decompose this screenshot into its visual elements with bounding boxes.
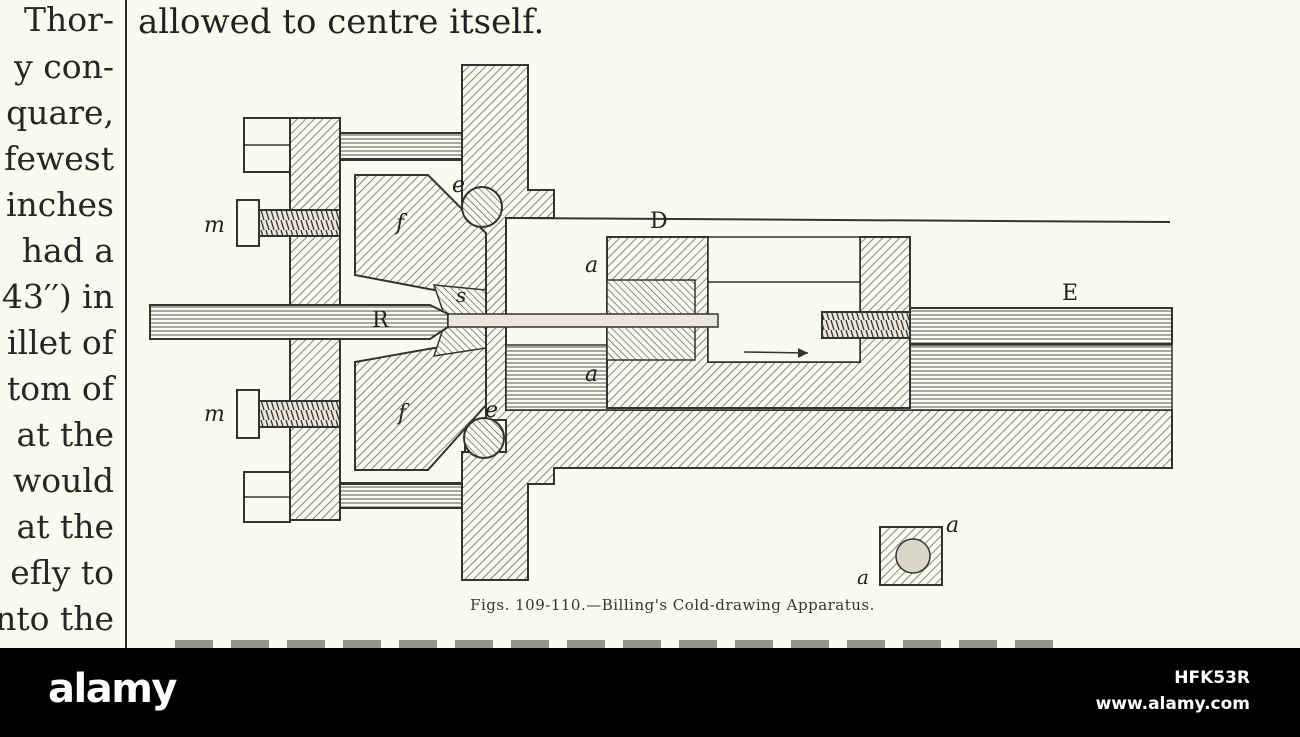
section-detail	[879, 526, 943, 586]
direction-arrow	[743, 348, 809, 358]
top-nut	[243, 117, 291, 173]
left-line: at the	[16, 507, 114, 546]
left-line: fewest	[4, 139, 114, 178]
label-e-top: e	[452, 173, 465, 198]
body-text-line: allowed to centre itself.	[138, 2, 545, 42]
left-line: 43′′) in	[1, 277, 114, 316]
bottom-tie-rod	[339, 483, 465, 509]
label-s: s	[456, 283, 466, 307]
left-line: at the	[16, 415, 114, 454]
label-m-top: m	[204, 213, 225, 238]
bottom-screw	[236, 389, 355, 439]
drawn-wire	[447, 313, 719, 328]
carriage-screw	[821, 311, 911, 339]
left-line: Thor-	[23, 0, 114, 39]
left-line: illet of	[6, 323, 114, 362]
left-line: quare,	[6, 93, 114, 132]
label-E: E	[1062, 281, 1078, 306]
book-page: Thor- y con- quare, fewest inches had a …	[0, 0, 1173, 648]
image-id: HFK53R	[1174, 668, 1250, 688]
site-url: www.alamy.com	[1095, 694, 1250, 714]
upper-ball	[461, 186, 503, 228]
label-a-small-left: a	[857, 565, 869, 589]
bed-line	[505, 217, 1171, 223]
label-R: R	[372, 308, 390, 333]
pull-rod	[904, 307, 1173, 345]
label-D: D	[650, 209, 668, 234]
column-rule	[125, 0, 127, 648]
left-line: efly to	[10, 553, 114, 592]
lower-ball	[463, 417, 505, 459]
label-a-small-right: a	[946, 513, 959, 538]
label-m-bottom: m	[204, 402, 225, 427]
top-tie-rod	[339, 132, 465, 160]
cut-off-text-line	[175, 640, 1065, 648]
billet	[149, 304, 449, 340]
left-line: would	[12, 461, 114, 500]
label-a-middle: a	[585, 362, 598, 387]
label-e-bottom: e	[485, 398, 498, 423]
apparatus-figure: D E R s e e f f m m a a a a	[149, 64, 1173, 589]
bottom-nut	[243, 471, 291, 523]
left-column-text: Thor- y con- quare, fewest inches had a …	[0, 0, 120, 648]
left-line: y con-	[14, 47, 114, 86]
left-line: nto the	[0, 599, 114, 638]
label-a-top: a	[585, 253, 598, 278]
watermark-bar: alamy HFK53R www.alamy.com	[0, 648, 1300, 737]
left-line: had a	[21, 231, 114, 270]
carriage-inner	[707, 236, 861, 363]
left-line: inches	[5, 185, 114, 224]
left-line: tom of	[7, 369, 114, 408]
alamy-logo: alamy	[48, 666, 177, 712]
figure-caption: Figs. 109-110.—Billing's Cold-drawing Ap…	[470, 596, 875, 614]
